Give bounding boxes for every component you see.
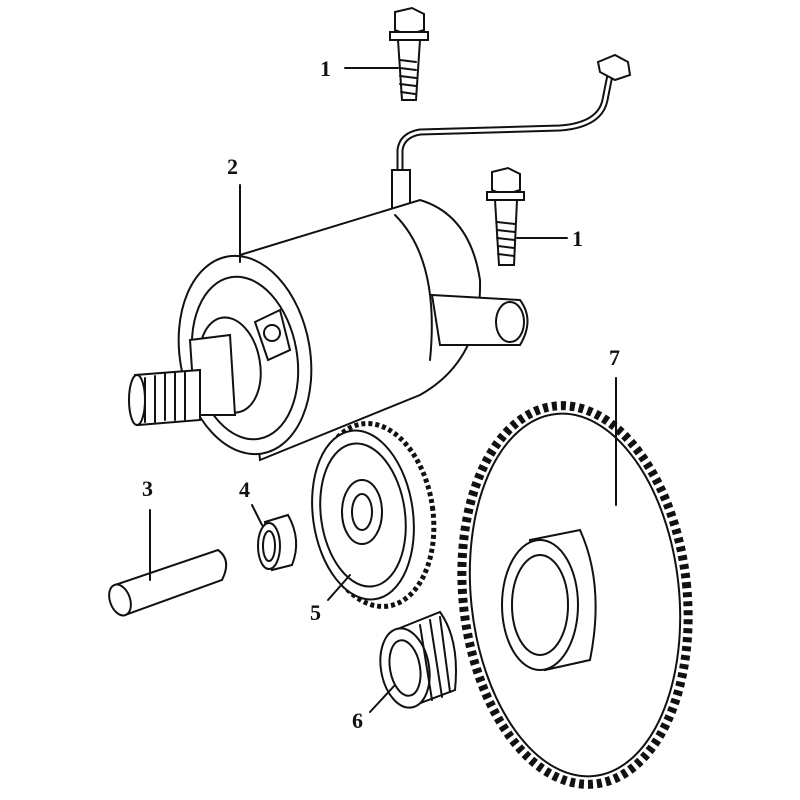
callout-7: 7 — [609, 345, 620, 370]
callout-1-right: 1 — [572, 226, 583, 251]
needle-bearing — [379, 610, 457, 709]
bolt-right — [486, 166, 525, 266]
callout-3: 3 — [142, 476, 153, 501]
callout-4: 4 — [239, 477, 250, 502]
driven-gear — [457, 401, 693, 789]
callout-2: 2 — [227, 154, 238, 179]
callout-1-top: 1 — [320, 56, 331, 81]
callout-6: 6 — [352, 708, 363, 733]
callout-5: 5 — [310, 600, 321, 625]
bolt-top — [389, 6, 429, 101]
starter-cable — [391, 53, 632, 211]
leader-lines — [149, 67, 617, 713]
shaft-pin — [108, 548, 228, 617]
bushing — [257, 513, 298, 572]
starter-motor — [128, 198, 529, 462]
reduction-gear — [311, 421, 437, 609]
